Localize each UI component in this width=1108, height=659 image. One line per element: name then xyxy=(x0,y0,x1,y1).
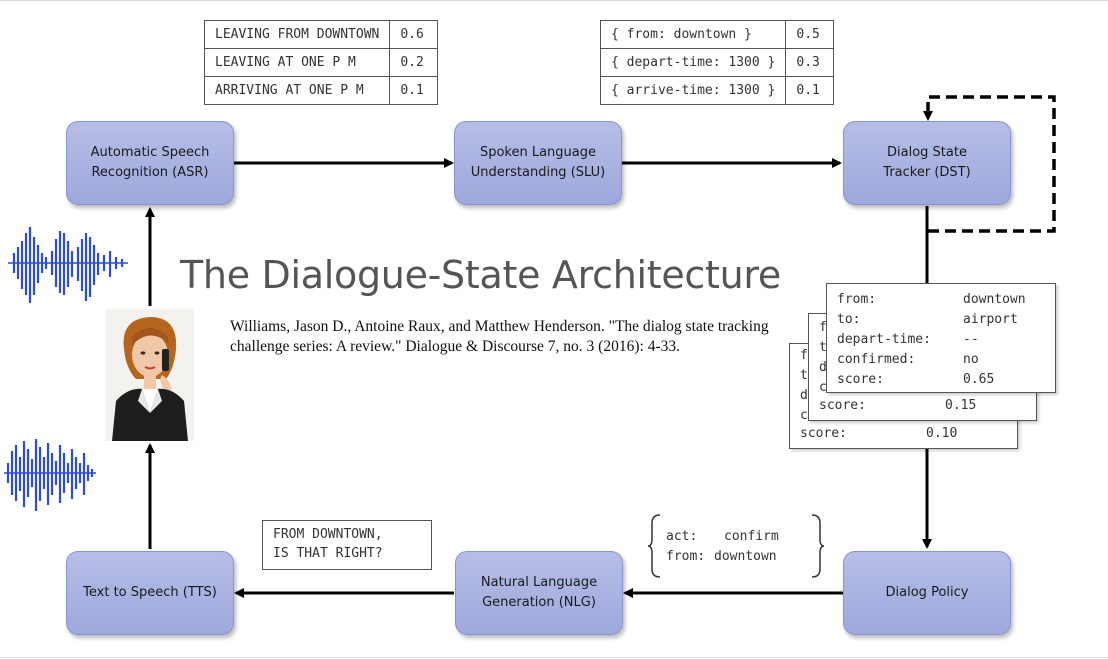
hypothesis-text: LEAVING AT ONE P M xyxy=(203,48,391,77)
node-slu-label: Spoken Language Understanding (SLU) xyxy=(470,145,606,180)
hypothesis-text: { depart-time: 1300 } xyxy=(599,48,787,77)
act-key: act: xyxy=(666,529,698,544)
slu-hypotheses-table: { from: downtown }0.5 { depart-time: 130… xyxy=(599,20,835,105)
hypothesis-text: { from: downtown } xyxy=(599,20,787,49)
dst-self-loop xyxy=(926,95,1056,233)
slu-hypothesis-row: { from: downtown }0.5 xyxy=(599,20,835,49)
card-peek: t xyxy=(800,368,808,383)
nlg-output-line: FROM DOWNTOWN, xyxy=(273,527,383,542)
card-score-key: score: xyxy=(819,398,866,413)
node-slu: Spoken Language Understanding (SLU) xyxy=(454,121,622,205)
state-value: -- xyxy=(963,332,979,347)
hypothesis-prob: 0.1 xyxy=(785,76,835,105)
card-peek: f xyxy=(800,348,808,363)
state-key: to: xyxy=(837,312,861,327)
card-score-value: 0.15 xyxy=(945,398,977,413)
node-dst: Dialog State Tracker (DST) xyxy=(843,121,1011,205)
act-slot-key: from: xyxy=(666,549,706,564)
node-asr: Automatic Speech Recognition (ASR) xyxy=(66,121,234,205)
hypothesis-prob: 0.5 xyxy=(785,20,835,49)
state-key: confirmed: xyxy=(837,352,916,367)
slu-hypothesis-row: { arrive-time: 1300 }0.1 xyxy=(599,76,835,105)
card-peek: t xyxy=(819,340,827,355)
node-asr-label: Automatic Speech Recognition (ASR) xyxy=(90,145,210,180)
state-key: score: xyxy=(837,372,884,387)
policy-act-block: act: confirm from: downtown xyxy=(648,513,828,579)
node-nlg-label: Natural Language Generation (NLG) xyxy=(480,575,598,610)
nlg-output-box: FROM DOWNTOWN, IS THAT RIGHT? xyxy=(262,520,432,570)
card-peek: c xyxy=(819,380,827,395)
slu-hypothesis-row: { depart-time: 1300 }0.3 xyxy=(599,48,835,77)
hypothesis-prob: 0.3 xyxy=(785,48,835,77)
citation: Williams, Jason D., Antoine Raux, and Ma… xyxy=(230,318,769,355)
card-peek: d xyxy=(800,388,808,403)
hypothesis-text: LEAVING FROM DOWNTOWN xyxy=(203,20,391,49)
card-peek: c xyxy=(800,408,808,423)
state-key: depart-time: xyxy=(837,332,931,347)
hypothesis-text: ARRIVING AT ONE P M xyxy=(203,76,391,105)
card-peek: d xyxy=(819,360,827,375)
card-peek: f xyxy=(819,320,827,335)
state-value: no xyxy=(963,352,979,367)
hypothesis-prob: 0.1 xyxy=(389,76,439,105)
state-value: airport xyxy=(963,312,1018,327)
hypothesis-prob: 0.2 xyxy=(389,48,439,77)
state-hypothesis-card-front: from: downtown to: airport depart-time: … xyxy=(826,283,1056,393)
hypothesis-prob: 0.6 xyxy=(389,20,439,49)
card-score-value: 0.10 xyxy=(926,426,958,441)
slide-title: The Dialogue-State Architecture xyxy=(180,253,781,297)
nlg-output-line: IS THAT RIGHT? xyxy=(273,546,383,561)
hypothesis-text: { arrive-time: 1300 } xyxy=(599,76,787,105)
waveform-output-icon xyxy=(4,439,96,511)
state-value: 0.65 xyxy=(963,372,995,387)
act-value: confirm xyxy=(724,529,779,544)
state-key: from: xyxy=(837,292,877,307)
node-dialog-policy: Dialog Policy xyxy=(843,551,1011,635)
node-tts: Text to Speech (TTS) xyxy=(66,551,234,635)
node-nlg: Natural Language Generation (NLG) xyxy=(455,551,623,635)
state-value: downtown xyxy=(963,292,1026,307)
person-phone-icon xyxy=(106,309,194,441)
act-slot-value: downtown xyxy=(714,549,777,564)
card-score-key: score: xyxy=(800,426,847,441)
waveform-input-icon xyxy=(8,227,128,303)
node-tts-label: Text to Speech (TTS) xyxy=(83,585,217,600)
node-dst-label: Dialog State Tracker (DST) xyxy=(883,145,971,180)
node-dialog-policy-label: Dialog Policy xyxy=(885,585,969,600)
curly-braces xyxy=(648,514,825,578)
